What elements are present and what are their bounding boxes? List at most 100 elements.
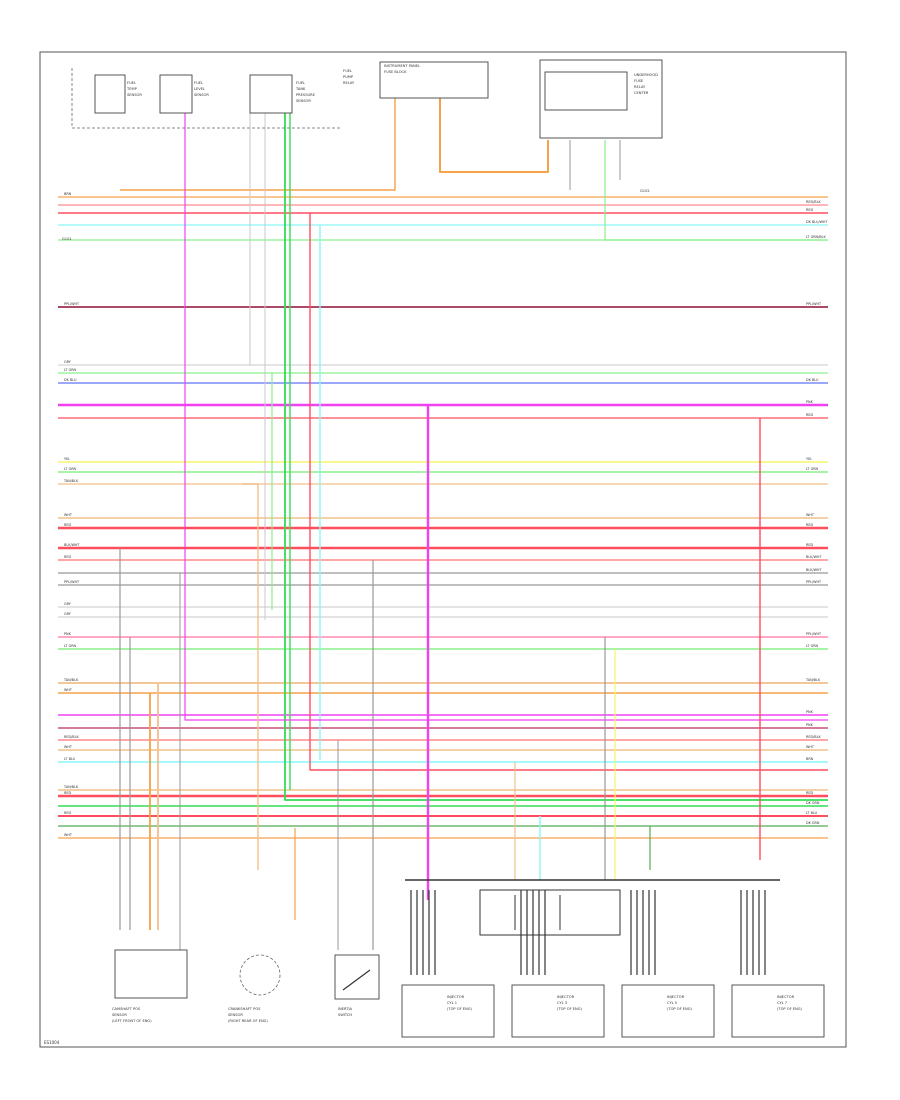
wire-label-right-17: BLK/WHT [806,555,822,559]
injector-2-label-3: (TOP OF ENG) [557,1007,583,1011]
instrument-panel-fuse-block [379,61,489,99]
ground-note-g102: G102 [640,189,650,193]
svg-text:SENSOR: SENSOR [194,93,209,97]
svg-text:TANK: TANK [295,87,306,91]
wire-label-left-5: PPL/WHT [64,302,80,306]
wire-label-left-36: WHT [64,833,73,837]
wire-label-left-12: LT GRN [64,467,77,471]
wire-label-left-22: PNK [64,632,72,636]
wire-label-right-11: YEL [806,457,812,461]
injector-1 [401,984,495,1038]
wire-label-left-23: LT GRN [64,644,77,648]
wire-40 [284,113,828,801]
wire-label-right-33: DK GRN [806,801,820,805]
svg-text:(RIGHT REAR OF ENG): (RIGHT REAR OF ENG) [228,1019,268,1023]
svg-text:RELAY: RELAY [343,81,355,85]
wire-label-right-3: DK BLU/WHT [806,220,828,224]
wire-label-left-24: TAN/BLK [63,678,79,682]
wire-label-left-31: TAN/BLK [63,785,79,789]
fuel-pump-relay-label-3: RELAY [343,81,355,85]
svg-text:PUMP: PUMP [343,75,354,79]
wire-label-left-6: GRY [64,360,72,364]
wire-label-right-27: PNK [806,723,814,727]
wire-39 [439,98,549,173]
cam-sensor-label-3: (LEFT FRONT OF ENG) [112,1019,152,1023]
cam-sensor-label-1: CAMSHAFT POS [112,1007,141,1011]
ftp-label-4: SENSOR [296,99,311,103]
injector-2 [511,984,605,1038]
svg-text:FUEL: FUEL [343,69,352,73]
wire-label-left-28: RED/BLK [64,735,79,739]
wire-label-right-24: TAN/BLK [805,678,821,682]
injector-4-label-3: (TOP OF ENG) [777,1007,803,1011]
svg-text:(LEFT FRONT OF ENG): (LEFT FRONT OF ENG) [112,1019,152,1023]
injector-2-label-1: INJECTOR [557,995,575,999]
wire-label-right-22: PPL/WHT [806,632,822,636]
svg-text:INSTRUMENT PANEL: INSTRUMENT PANEL [384,64,420,68]
svg-text:CENTER: CENTER [634,91,649,95]
diagram-border [39,51,847,1048]
svg-text:LEVEL: LEVEL [194,87,205,91]
fuel-pump-relay-label-2: PUMP [343,75,354,79]
wire-label-left-32: RED [64,791,71,795]
wire-label-left-8: DK BLU [64,378,77,382]
fuel-tank-pressure-sensor [249,74,293,114]
wire-label-right-5: PPL/WHT [806,302,822,306]
sensor-group-outline [71,68,342,129]
wire-label-right-12: LT GRN [806,467,819,471]
wire-38 [120,98,396,191]
wire-label-left-7: LT GRN [64,368,77,372]
fuel-temp-sensor [94,74,126,114]
svg-text:SWITCH: SWITCH [338,1013,352,1017]
wire-label-right-15: RED [806,523,813,527]
inertia-label-1: INERTIA [338,1007,353,1011]
fuel-temp-label-2: TEMP [126,87,138,91]
wire-42 [309,213,828,771]
svg-text:PRESSURE: PRESSURE [296,93,316,97]
wire-label-left-14: WHT [64,513,73,517]
svg-text:FUEL: FUEL [127,81,136,85]
wire-label-right-18: BLK/WHT [806,568,822,572]
wire-label-left-29: WHT [64,745,73,749]
svg-text:G102: G102 [640,189,650,193]
crank-sensor-label-2: SENSOR [228,1013,243,1017]
crank-sensor-label-3: (RIGHT REAR OF ENG) [228,1019,268,1023]
wire-label-left-16: BLK/WHT [64,543,80,547]
wire-label-left-17: RED [64,555,71,559]
injector-3-label-3: (TOP OF ENG) [667,1007,693,1011]
underhood-label-3: RELAY [634,85,646,89]
fuel-pump-relay-label-1: FUEL [343,69,352,73]
svg-text:FUEL: FUEL [296,81,305,85]
wire-label-right-32: RED [806,791,813,795]
wire-label-right-28: RED/BLK [806,735,821,739]
svg-text:RELAY: RELAY [634,85,646,89]
wire-label-left-15: RED [64,523,71,527]
wire-label-right-8: DK BLU [806,378,819,382]
ftp-label-3: PRESSURE [296,93,316,97]
wire-label-left-11: YEL [64,457,70,461]
injector-1-label-1: INJECTOR [447,995,465,999]
underhood-relay-inner [544,71,628,111]
wire-label-right-10: RED [806,413,813,417]
ftp-label-1: FUEL [296,81,305,85]
injector-3 [621,984,715,1038]
wire-label-right-14: WHT [806,513,815,517]
svg-text:SENSOR: SENSOR [296,99,311,103]
wire-label-right-1: RED/BLK [806,200,821,204]
svg-text:FUSE: FUSE [634,79,644,83]
injector-4 [731,984,825,1038]
svg-text:CAMSHAFT POS: CAMSHAFT POS [112,1007,141,1011]
cam-sensor-label-2: SENSOR [112,1013,127,1017]
fuel-level-label-3: SENSOR [194,93,209,97]
wire-50 [604,140,828,241]
injector-3-label-2: CYL 5 [667,1001,677,1005]
injector-4-label-1: INJECTOR [777,995,795,999]
ip-fuse-title: INSTRUMENT PANEL [384,64,420,68]
wire-label-right-16: RED [806,543,813,547]
wire-59 [242,483,259,870]
wire-label-left-19: PPL/WHT [64,580,80,584]
wire-68 [479,889,621,936]
